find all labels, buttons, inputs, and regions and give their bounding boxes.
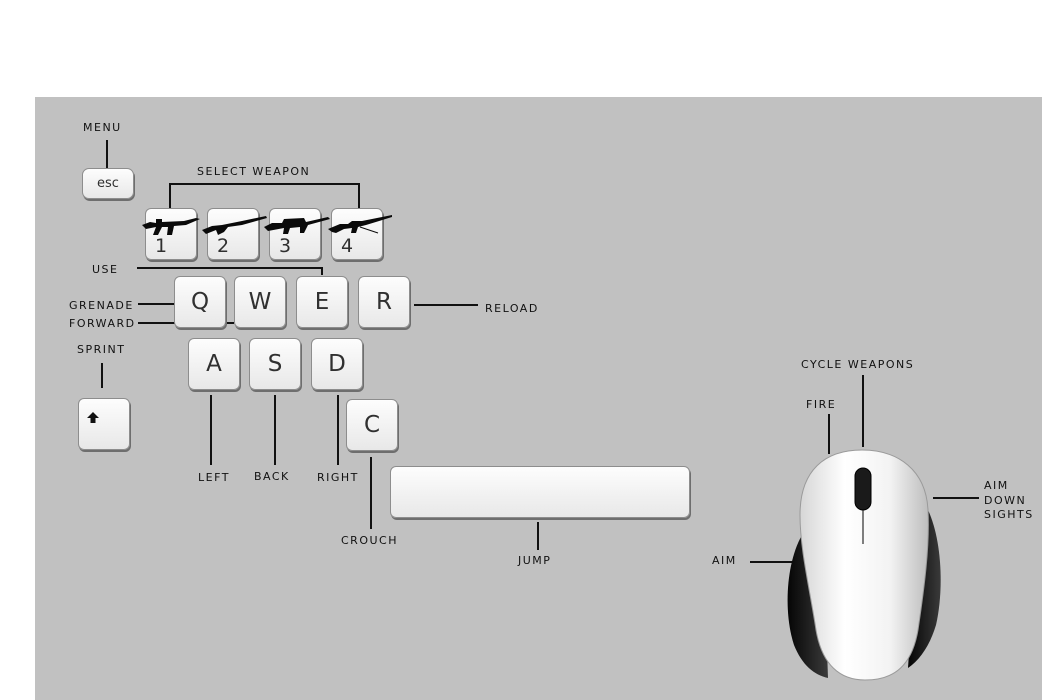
jump-label: JUMP (518, 554, 552, 567)
weapon-1-key[interactable]: 1 (142, 208, 200, 260)
use-connector-h (137, 267, 323, 269)
select-weapon-bracket-right (358, 183, 360, 208)
mouse-shell (799, 449, 929, 681)
fire-connector (828, 414, 830, 454)
menu-connector (106, 140, 108, 168)
crouch-label: CROUCH (341, 534, 398, 547)
use-connector-v (321, 267, 323, 275)
mouse-left-side-grip (787, 535, 828, 678)
select-weapon-bracket-top (169, 183, 360, 185)
select-weapon-label: SELECT WEAPON (197, 165, 311, 178)
aim-down-sights-connector (933, 497, 979, 499)
forward-label: FORWARD (69, 317, 136, 330)
left-label: LEFT (198, 471, 230, 484)
weapon-3-number: 3 (279, 235, 292, 257)
smg-icon (328, 215, 392, 234)
reload-connector (414, 304, 478, 306)
grenade-label: GRENADE (69, 299, 134, 312)
aim-connector (750, 561, 798, 563)
aim-label: AIM (712, 554, 737, 567)
weapon-2-key[interactable]: 2 (202, 208, 267, 260)
q-key[interactable]: Q (174, 276, 226, 328)
use-label: USE (92, 263, 119, 276)
sprint-connector (101, 363, 103, 388)
cycle-weapons-connector (862, 375, 864, 447)
weapon-4-number: 4 (341, 235, 354, 257)
assault-rifle-icon (142, 218, 200, 235)
right-connector (337, 395, 339, 465)
c-key[interactable]: C (346, 399, 398, 451)
sniper-rifle-icon (264, 217, 330, 234)
mouse-icon[interactable] (780, 440, 950, 685)
grenade-connector (138, 303, 174, 305)
shotgun-icon (202, 216, 267, 235)
s-key[interactable]: S (249, 338, 301, 390)
weapon-4-key[interactable]: 4 (328, 208, 392, 260)
jump-connector (537, 522, 539, 550)
fire-label: FIRE (806, 398, 837, 411)
left-connector (210, 395, 212, 465)
weapon-2-number: 2 (217, 235, 230, 257)
weapon-1-number: 1 (155, 235, 168, 257)
sprint-label: SPRINT (77, 343, 126, 356)
shift-key[interactable] (78, 398, 130, 450)
e-key[interactable]: E (296, 276, 348, 328)
aim-down-sights-label-line3: SIGHTS (984, 508, 1034, 521)
right-label: RIGHT (317, 471, 359, 484)
mouse-scroll-wheel[interactable] (854, 467, 872, 511)
back-label: BACK (254, 470, 290, 483)
cycle-weapons-label: CYCLE WEAPONS (801, 358, 915, 371)
weapon-3-key[interactable]: 3 (264, 208, 330, 260)
esc-key[interactable]: esc (82, 168, 134, 199)
menu-label: MENU (83, 121, 122, 134)
back-connector (274, 395, 276, 465)
a-key[interactable]: A (188, 338, 240, 390)
r-key[interactable]: R (358, 276, 410, 328)
shift-arrow-icon (87, 412, 99, 423)
d-key[interactable]: D (311, 338, 363, 390)
aim-down-sights-label-line1: AIM (984, 479, 1009, 492)
space-key[interactable] (390, 466, 690, 518)
crouch-connector (370, 457, 372, 529)
select-weapon-bracket-left (169, 183, 171, 208)
reload-label: RELOAD (485, 302, 539, 315)
aim-down-sights-label-line2: DOWN (984, 494, 1027, 507)
w-key[interactable]: W (234, 276, 286, 328)
